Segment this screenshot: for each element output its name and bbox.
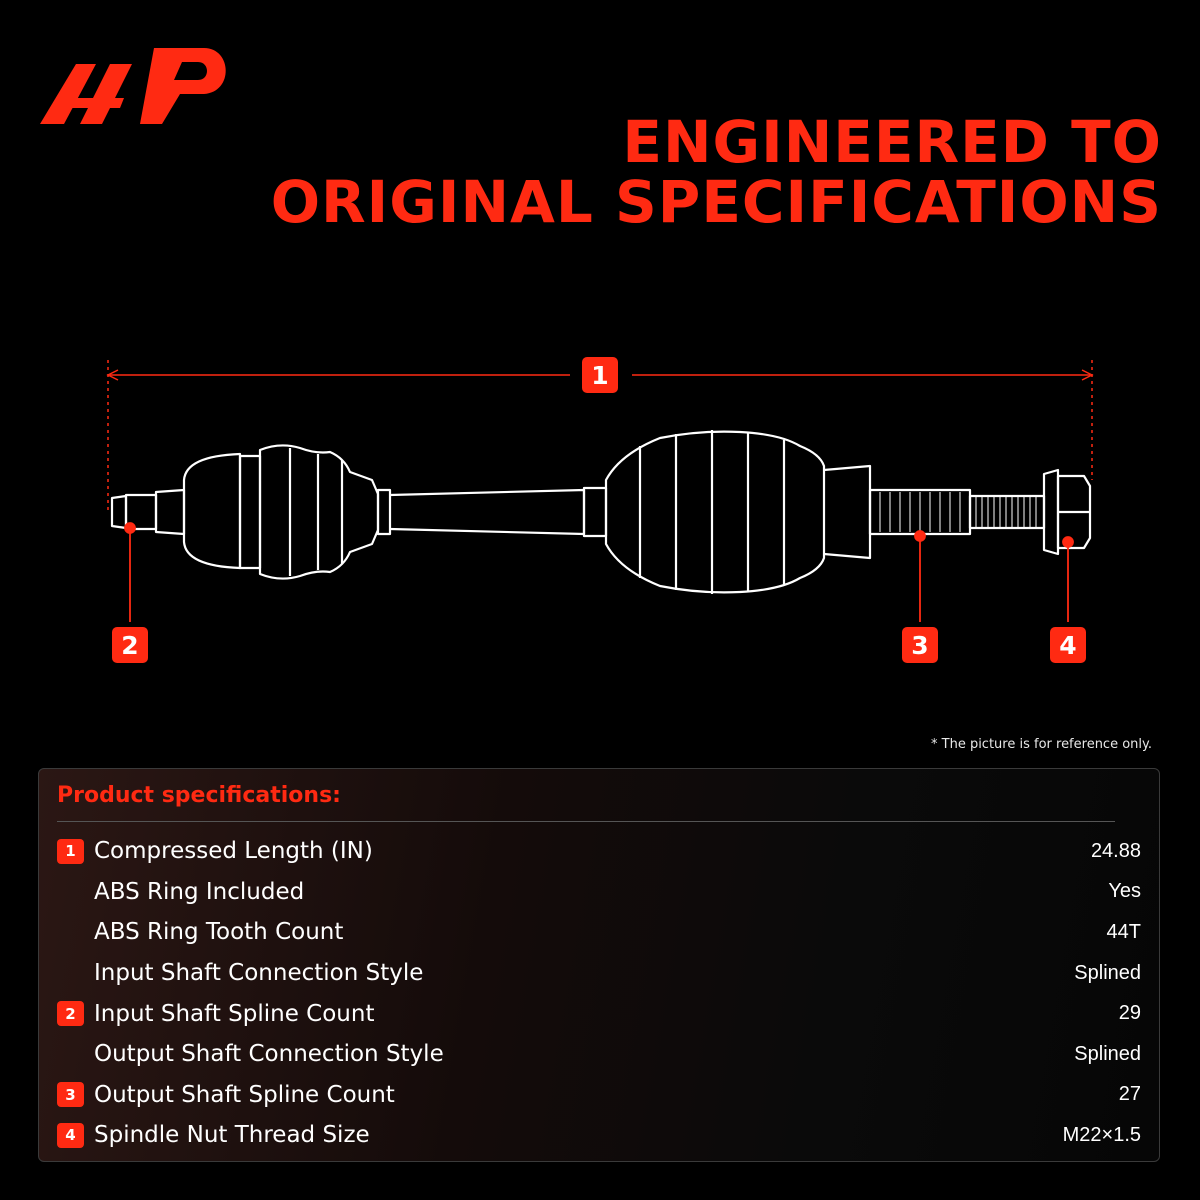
callout-badge-1: 1	[582, 357, 618, 393]
headline-line-1: ENGINEERED TO	[622, 108, 1162, 176]
spec-row-value: 44T	[1106, 920, 1141, 943]
spec-row: 2 Input Shaft Spline Count 29	[57, 993, 1141, 1034]
headline: ENGINEERED TO ORIGINAL SPECIFICATIONS	[271, 112, 1162, 232]
spec-row: 1 Compressed Length (IN) 24.88	[57, 831, 1141, 872]
spec-row-label: Compressed Length (IN)	[94, 838, 373, 865]
spec-row-label: Output Shaft Connection Style	[94, 1041, 444, 1068]
spec-row-badge: 4	[57, 1122, 84, 1148]
spec-row-value: 29	[1118, 1002, 1141, 1025]
spec-row: 4 Spindle Nut Thread Size M22×1.5	[57, 1115, 1141, 1156]
callout-badge-3: 3	[902, 627, 938, 663]
specifications-divider	[57, 821, 1115, 822]
spec-row: Output Shaft Connection Style Splined	[57, 1034, 1141, 1075]
spec-row: ABS Ring Included Yes	[57, 872, 1141, 913]
spec-row: ABS Ring Tooth Count 44T	[57, 912, 1141, 953]
callout-badge-2: 2	[112, 627, 148, 663]
spec-row-label: Output Shaft Spline Count	[94, 1081, 395, 1108]
axle-drawing	[110, 430, 1092, 594]
specifications-panel: Product specifications: 1 Compressed Leng…	[38, 768, 1160, 1162]
spec-row-badge: 3	[57, 1082, 84, 1108]
spec-row-badge: 2	[57, 1001, 84, 1027]
spec-row-label: ABS Ring Included	[94, 878, 305, 905]
headline-line-2: ORIGINAL SPECIFICATIONS	[270, 168, 1162, 236]
spec-row-badge: 1	[57, 838, 84, 864]
spec-row-value: Splined	[1074, 1042, 1141, 1065]
spec-row-label: ABS Ring Tooth Count	[94, 919, 344, 946]
spec-row-value: 24.88	[1090, 839, 1141, 862]
spec-row-value: 27	[1118, 1083, 1141, 1106]
dimension-line	[106, 360, 1094, 512]
spec-row-value: M22×1.5	[1062, 1123, 1141, 1146]
callout-leaders	[124, 522, 1074, 622]
reference-note: * The picture is for reference only.	[931, 737, 1152, 752]
a-premium-logo-icon	[40, 48, 226, 124]
callout-badge-4: 4	[1050, 627, 1086, 663]
specifications-title: Product specifications:	[57, 783, 341, 808]
spec-row-label: Input Shaft Spline Count	[94, 1000, 375, 1027]
spec-row-value: Splined	[1074, 961, 1141, 984]
cv-axle-diagram	[106, 360, 1094, 622]
spec-row-label: Input Shaft Connection Style	[94, 960, 424, 987]
spec-row-label: Spindle Nut Thread Size	[94, 1122, 370, 1149]
spec-row-value: Yes	[1108, 880, 1141, 903]
spec-row: 3 Output Shaft Spline Count 27	[57, 1075, 1141, 1116]
spec-row: Input Shaft Connection Style Splined	[57, 953, 1141, 994]
